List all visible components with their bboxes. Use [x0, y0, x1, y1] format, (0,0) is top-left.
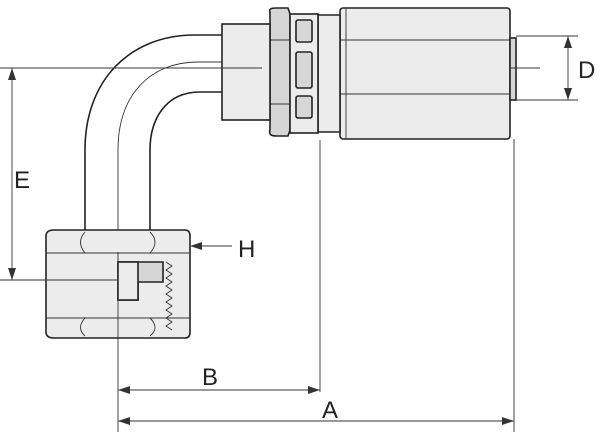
socket-ferrule	[339, 7, 517, 140]
elbow-tube	[84, 34, 222, 230]
label-e: E	[14, 167, 30, 194]
label-a: A	[322, 397, 338, 424]
label-b: B	[202, 364, 218, 391]
label-d: D	[578, 57, 595, 84]
collar	[221, 23, 271, 121]
dimension-b	[118, 386, 320, 394]
dimension-a	[118, 417, 514, 425]
hex-nut-upper	[268, 7, 341, 137]
dimension-e	[8, 68, 16, 280]
dimension-h-leader	[190, 242, 232, 250]
label-h: H	[238, 236, 255, 263]
dimension-d	[564, 36, 572, 100]
